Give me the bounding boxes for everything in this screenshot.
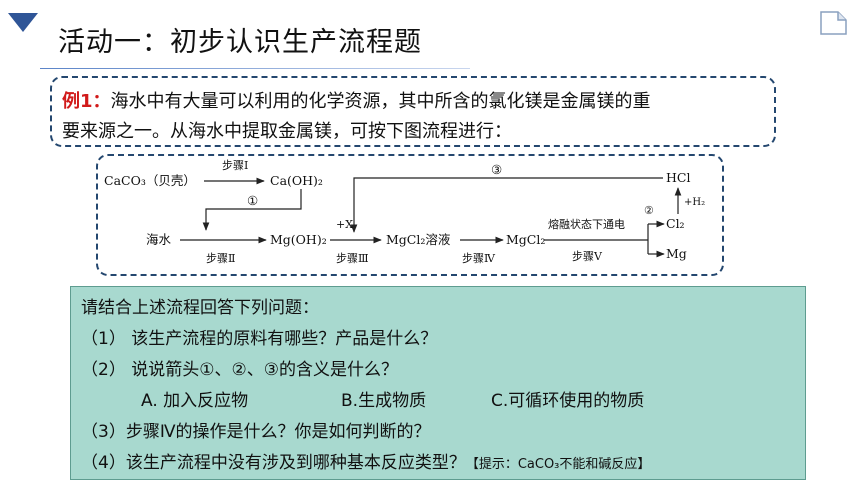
option-b: B.生成物质 <box>341 391 427 411</box>
example-text-1: 海水中有大量可以利用的化学资源，其中所含的氯化镁是金属镁的重 <box>110 91 651 112</box>
node-hcl: HCl <box>666 170 690 185</box>
questions-box: 请结合上述流程回答下列问题： （1） 该生产流程的原料有哪些？产品是什么？ （2… <box>70 286 806 480</box>
example-label: 例1： <box>62 91 111 112</box>
node-caco3: CaCO₃（贝壳） <box>104 173 196 188</box>
node-mgoh2: Mg(OH)₂ <box>270 232 327 247</box>
label-step5: 步骤Ⅴ <box>572 250 603 263</box>
flow-diagram-frame <box>96 154 724 276</box>
questions-intro: 请结合上述流程回答下列问题： <box>81 298 319 318</box>
arrow-circle1 <box>202 189 302 231</box>
label-plus-h2: +H₂ <box>684 197 705 208</box>
question-1: （1） 该生产流程的原料有哪些？产品是什么？ <box>81 329 438 349</box>
label-circle1: ① <box>247 193 258 208</box>
label-circle2: ② <box>644 204 654 217</box>
question-3: （3）步骤Ⅳ的操作是什么？你是如何判断的？ <box>81 422 431 442</box>
corner-triangle-icon <box>8 13 38 32</box>
label-step4: 步骤Ⅳ <box>462 252 496 265</box>
option-c: C.可循环使用的物质 <box>491 391 645 411</box>
flow-diagram: CaCO₃（贝壳） 步骤Ⅰ Ca(OH)₂ ① ③ 海水 步骤Ⅱ Mg(OH)₂… <box>104 159 705 265</box>
arrow-circle3 <box>350 177 663 233</box>
label-step2: 步骤Ⅱ <box>206 252 235 265</box>
node-mg: Mg <box>666 246 687 261</box>
question-4: （4）该生产流程中没有涉及到哪种基本反应类型？ <box>81 453 466 473</box>
option-a: A. 加入反应物 <box>141 391 249 411</box>
label-plus-x: +X <box>336 218 353 231</box>
question-2: （2） 说说箭头①、②、③的含义是什么？ <box>81 360 398 380</box>
example-line-1: 例1：海水中有大量可以利用的化学资源，其中所含的氯化镁是金属镁的重 <box>62 87 764 117</box>
page-title: 活动一：初步认识生产流程题 <box>58 27 422 58</box>
title-divider <box>40 68 470 69</box>
node-mgcl2: MgCl₂ <box>506 232 545 247</box>
question-4-line: （4）该生产流程中没有涉及到哪种基本反应类型？【提示：CaCO₃不能和碱反应】 <box>81 448 805 479</box>
node-cl2: Cl₂ <box>666 216 685 231</box>
page-corner-icon <box>820 11 847 35</box>
label-step1: 步骤Ⅰ <box>222 159 248 172</box>
label-circle3: ③ <box>491 162 502 177</box>
question-2-options: A. 加入反应物 B.生成物质 C.可循环使用的物质 <box>81 386 805 417</box>
node-seawater: 海水 <box>146 232 172 247</box>
node-caoh2: Ca(OH)₂ <box>270 173 323 188</box>
question-4-hint: 【提示：CaCO₃不能和碱反应】 <box>465 457 651 472</box>
label-step3: 步骤Ⅲ <box>336 252 369 265</box>
example-text-2: 要来源之一。从海水中提取金属镁，可按下图流程进行： <box>62 121 512 142</box>
example-box: 例1：海水中有大量可以利用的化学资源，其中所含的氯化镁是金属镁的重 要来源之一。… <box>50 76 776 147</box>
node-mgcl2-solution: MgCl₂溶液 <box>386 232 451 247</box>
label-electrolysis: 熔融状态下通电 <box>548 217 625 231</box>
